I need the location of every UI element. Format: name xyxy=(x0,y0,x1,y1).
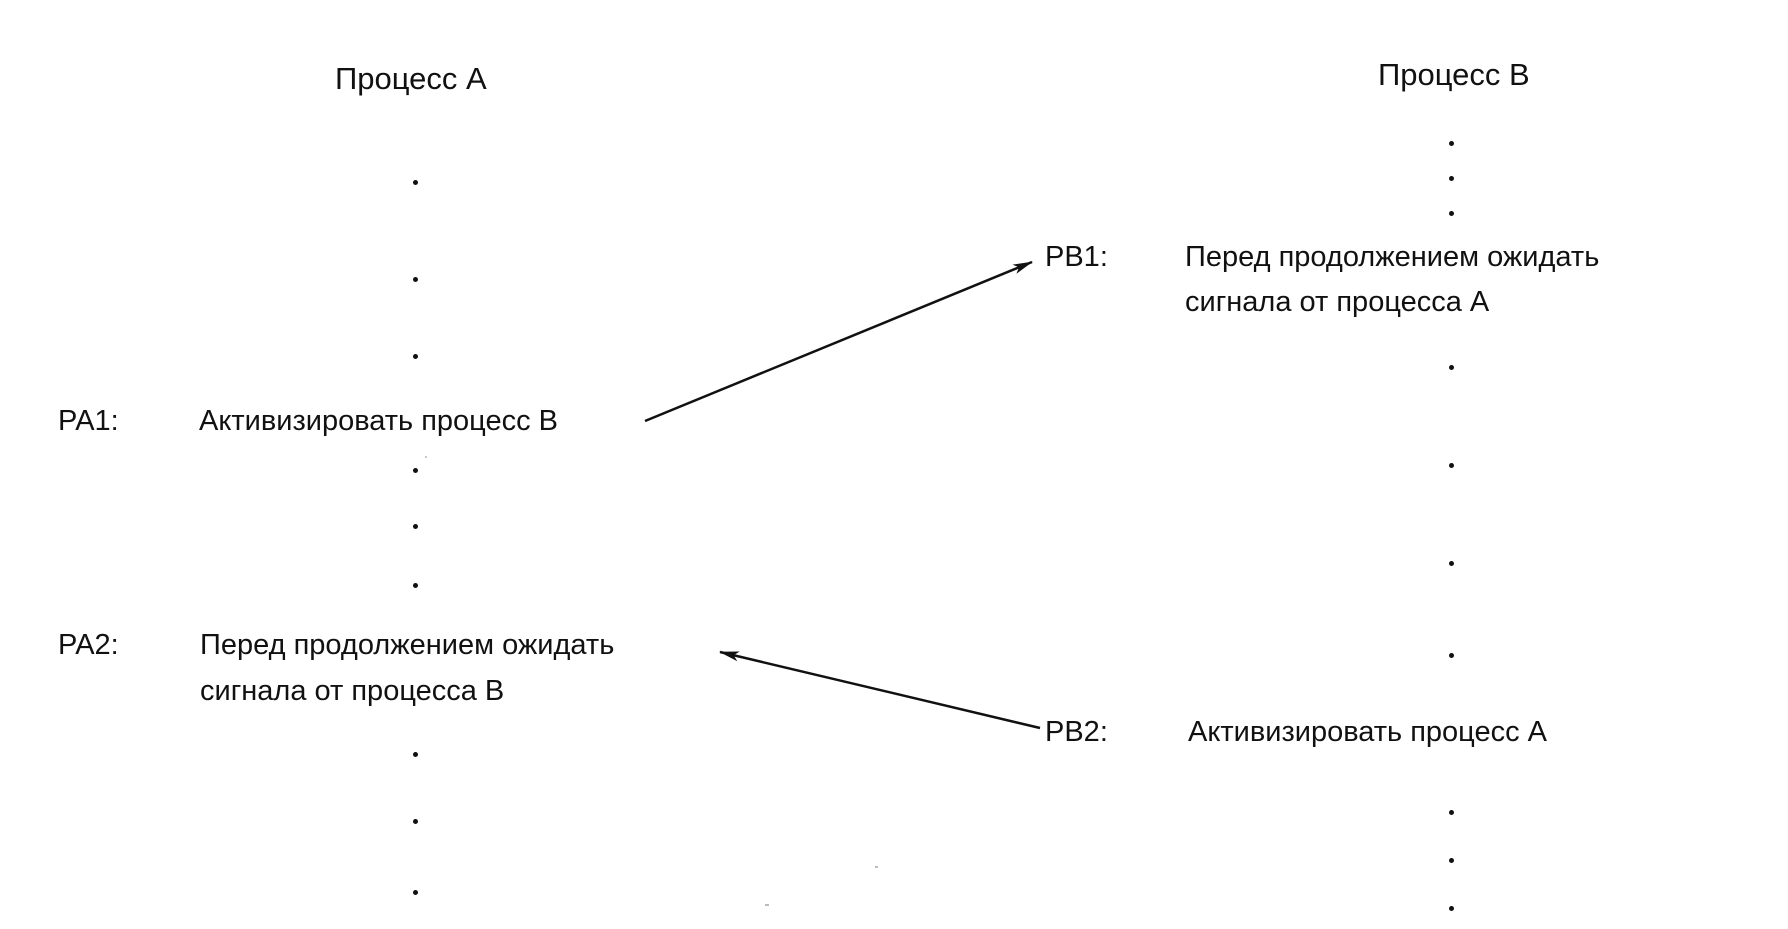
process-b-continuation-dot xyxy=(1449,653,1454,658)
pa2-label: PA2: xyxy=(58,629,119,661)
pa2-text-line-1: Перед продолжением ожидать xyxy=(200,629,615,661)
pb2-text: Активизировать процесс A xyxy=(1188,716,1547,748)
arrow-pb2-to-pa2 xyxy=(719,650,1041,730)
pa1-label: PA1: xyxy=(58,405,119,437)
process-a-continuation-dot xyxy=(413,468,418,473)
process-a-continuation-dot xyxy=(413,752,418,757)
process-b-continuation-dot xyxy=(1449,463,1454,468)
process-a-continuation-dot xyxy=(413,180,418,185)
process-b-title: Процесс B xyxy=(1378,57,1530,92)
process-b-continuation-dot xyxy=(1449,906,1454,911)
arrow-pa1-to-pb1 xyxy=(644,260,1033,423)
process-a-continuation-dot xyxy=(413,583,418,588)
process-b-continuation-dot xyxy=(1449,858,1454,863)
process-a-continuation-dot xyxy=(413,354,418,359)
pb2-label: PB2: xyxy=(1045,716,1108,748)
process-a-continuation-dot xyxy=(413,819,418,824)
scan-artifact xyxy=(765,904,769,906)
scan-artifact xyxy=(425,456,427,458)
process-b-continuation-dot xyxy=(1449,176,1454,181)
process-a-continuation-dot xyxy=(413,524,418,529)
process-b-continuation-dot xyxy=(1449,561,1454,566)
pb1-label: PB1: xyxy=(1045,241,1108,273)
process-a-continuation-dot xyxy=(413,277,418,282)
pa2-text-line-2: сигнала от процесса B xyxy=(200,675,505,707)
process-b-continuation-dot xyxy=(1449,141,1454,146)
pb1-text-line-2: сигнала от процесса A xyxy=(1185,286,1490,318)
process-b-continuation-dot xyxy=(1449,211,1454,216)
process-b-continuation-dot xyxy=(1449,810,1454,815)
pb1-text-line-1: Перед продолжением ожидать xyxy=(1185,241,1600,273)
process-a-title: Процесс A xyxy=(335,61,487,96)
scan-artifact xyxy=(875,866,878,868)
process-a-continuation-dot xyxy=(413,890,418,895)
pa1-text: Активизировать процесс B xyxy=(199,405,558,437)
process-b-continuation-dot xyxy=(1449,365,1454,370)
